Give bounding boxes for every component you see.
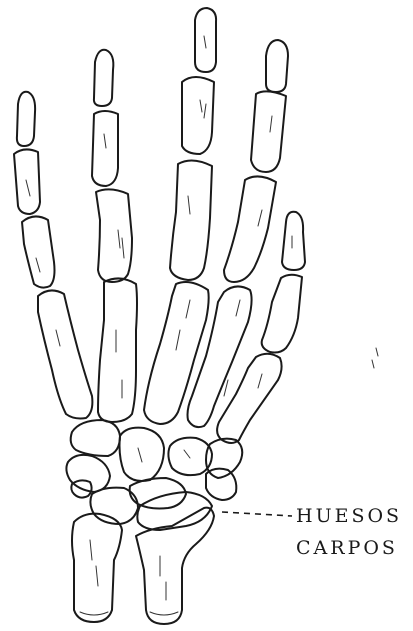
shading-mark bbox=[204, 36, 206, 48]
ulna-end-cap bbox=[80, 612, 108, 615]
ring-proximal-phalanx bbox=[96, 189, 132, 282]
little-metacarpal bbox=[38, 290, 92, 418]
index-middle-phalanx bbox=[251, 91, 286, 172]
middle-distal-phalanx bbox=[195, 8, 216, 72]
little-distal-phalanx bbox=[17, 92, 35, 146]
shading-mark bbox=[188, 196, 190, 214]
index-metacarpal bbox=[188, 286, 252, 427]
shading-mark bbox=[26, 180, 30, 196]
shading-mark bbox=[258, 374, 262, 388]
middle-middle-phalanx bbox=[182, 77, 214, 154]
middle-proximal-phalanx bbox=[170, 160, 212, 280]
shading-mark bbox=[160, 556, 166, 600]
radius-bone bbox=[136, 508, 214, 624]
radius-end-cap bbox=[150, 612, 178, 615]
little-finger-bones bbox=[14, 92, 92, 419]
shading-mark bbox=[90, 540, 98, 586]
capitate-bone bbox=[120, 428, 165, 481]
index-proximal-phalanx bbox=[224, 176, 276, 282]
ring-middle-phalanx bbox=[92, 111, 118, 186]
label-line-2: CARPOS bbox=[296, 537, 398, 559]
index-finger-bones bbox=[188, 40, 289, 427]
shading-mark bbox=[372, 348, 378, 368]
pisiform-triquetrum-bone bbox=[66, 455, 110, 492]
thumb-metacarpal bbox=[217, 354, 282, 443]
little-proximal-phalanx bbox=[22, 216, 55, 287]
thumb-proximal-phalanx bbox=[262, 275, 302, 353]
ring-metacarpal bbox=[98, 278, 137, 422]
ring-distal-phalanx bbox=[94, 50, 113, 106]
little-middle-phalanx bbox=[14, 149, 40, 214]
index-distal-phalanx bbox=[266, 40, 288, 92]
shading-mark bbox=[176, 300, 190, 350]
ring-finger-bones bbox=[92, 50, 137, 422]
ulna-bone bbox=[72, 514, 122, 622]
carpal-bones-label: HUESOS CARPOS bbox=[222, 505, 402, 559]
middle-metacarpal bbox=[144, 282, 209, 424]
label-line-1: HUESOS bbox=[296, 505, 402, 527]
middle-finger-bones bbox=[144, 8, 216, 424]
shading-mark bbox=[104, 134, 106, 148]
thumb-distal-phalanx bbox=[282, 212, 305, 270]
shading-mark bbox=[36, 258, 60, 346]
shading-mark bbox=[118, 230, 124, 258]
label-leader-line bbox=[222, 512, 292, 516]
shading-mark bbox=[200, 100, 206, 118]
shading-mark bbox=[116, 330, 122, 398]
hamate-bone bbox=[71, 420, 120, 456]
